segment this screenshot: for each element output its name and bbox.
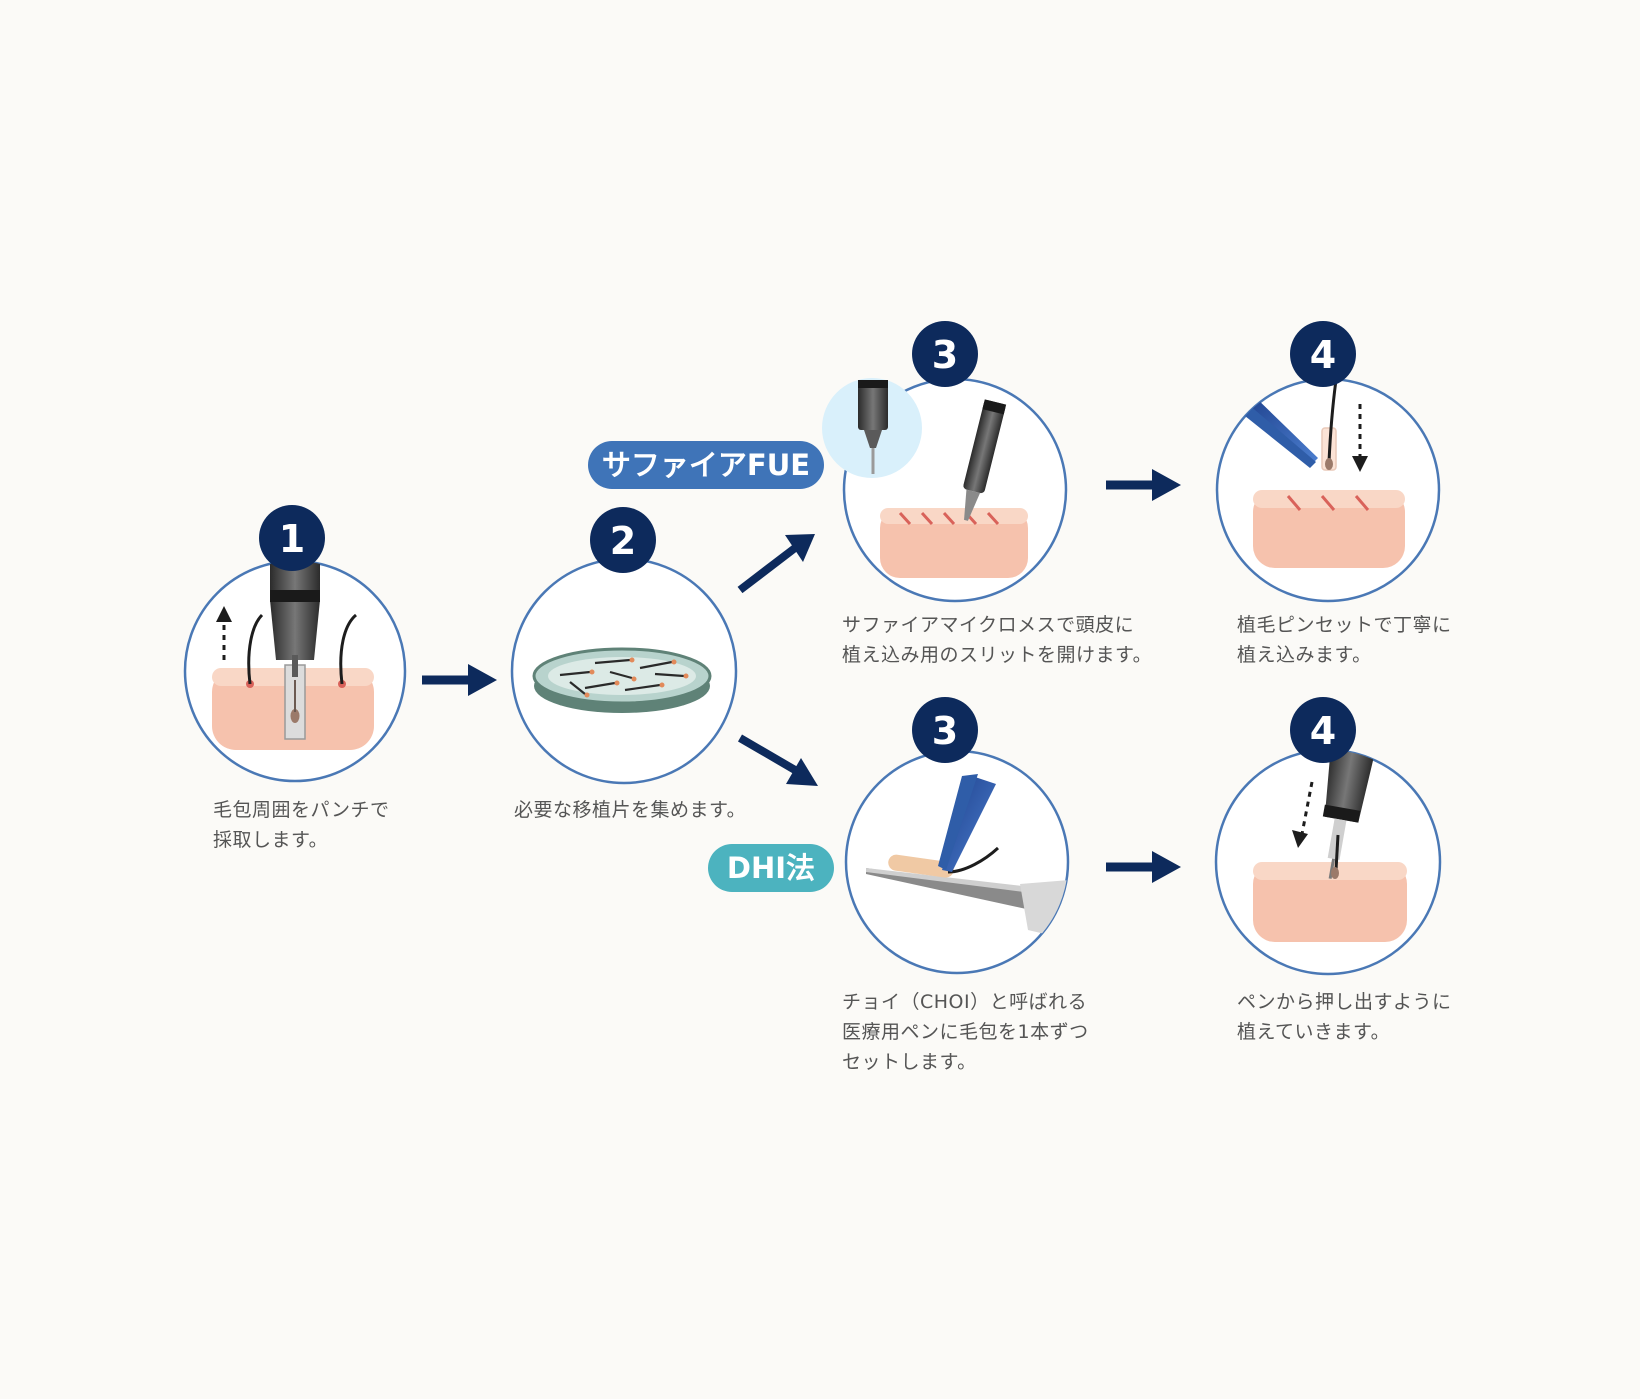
- caption-line: 植毛ピンセットで丁寧に: [1237, 614, 1452, 636]
- pen-implant-illustration: [1253, 750, 1407, 942]
- fue-method-label: サファイアFUE: [588, 441, 824, 489]
- caption-line: 採取します。: [213, 829, 329, 851]
- graft-in-needle: [888, 854, 954, 878]
- step-4-fue-badge: [1290, 321, 1356, 387]
- step-4-dhi-badge: [1290, 697, 1356, 763]
- punch-illustration: [212, 561, 374, 750]
- caption-line: 植えていきます。: [1237, 1021, 1391, 1043]
- step-4-dhi-panel: 4: [1214, 697, 1442, 976]
- skin-top: [880, 508, 1028, 524]
- hair-grafts: [559, 657, 689, 698]
- step-1-panel: 1: [183, 505, 407, 783]
- skin-block: [880, 508, 1028, 578]
- petri-dish-icon: [532, 647, 712, 713]
- step-4-fue-number: 4: [1310, 333, 1336, 377]
- step-3-dhi-caption: チョイ（CHOI）と呼ばれる 医療用ペンに毛包を1本ずつ セットします。: [842, 987, 1089, 1077]
- arrow-up-right-icon: [737, 534, 815, 594]
- dashed-arrow-down-icon: [1292, 781, 1314, 848]
- punch-tool-icon: [270, 561, 320, 660]
- follicle-bulb: [290, 709, 300, 723]
- step-4-fue-panel: 4: [1215, 321, 1441, 603]
- step-1-number: 1: [279, 517, 305, 561]
- dashed-arrow-up-icon: [216, 606, 232, 660]
- hair-strand: [1334, 834, 1340, 871]
- step-3-fue-panel: 3: [822, 321, 1068, 603]
- arrow-right-icon: [1106, 851, 1181, 883]
- caption-line: 必要な移植片を集めます。: [514, 799, 747, 821]
- hair-strand: [947, 846, 1000, 874]
- fue-pill: [588, 441, 824, 489]
- hair-strand: [1327, 379, 1338, 463]
- implant-pen-body: [866, 868, 1040, 912]
- arrow-right-icon: [1106, 469, 1181, 501]
- arrow-right-icon: [422, 664, 497, 696]
- tweezers-illustration: [1240, 379, 1405, 568]
- implant-pen-highlight: [866, 868, 1040, 894]
- scalpel-illustration: [880, 399, 1028, 578]
- caption-line: 医療用ペンに毛包を1本ずつ: [842, 1021, 1089, 1043]
- step-4-dhi-caption: ペンから押し出すように 植えていきます。: [1237, 987, 1452, 1047]
- caption-line: チョイ（CHOI）と呼ばれる: [842, 991, 1088, 1013]
- caption-line: 植え込み用のスリットを開けます。: [842, 644, 1153, 666]
- step-2-panel: 2: [510, 507, 738, 785]
- step-2-badge: [590, 507, 656, 573]
- caption-line: サファイアマイクロメスで頭皮に: [842, 614, 1135, 636]
- follicle-bulb: [1331, 867, 1339, 879]
- follicle-bulb: [1325, 458, 1333, 470]
- step-1-caption: 毛包周囲をパンチで 採取します。: [213, 795, 389, 855]
- scalpel-tip-icon: [858, 380, 888, 474]
- punch-tool-tip: [292, 655, 298, 677]
- punch-tool-band: [270, 590, 320, 602]
- skin-block: [1253, 862, 1407, 942]
- step-4-fue-caption: 植毛ピンセットで丁寧に 植え込みます。: [1237, 610, 1452, 670]
- caption-line: 植え込みます。: [1237, 644, 1372, 666]
- tweezers-icon: [1240, 394, 1318, 468]
- step-3-dhi-badge: [912, 697, 978, 763]
- step-2-number: 2: [610, 519, 636, 563]
- dashed-arrow-down-icon: [1352, 404, 1368, 472]
- caption-line: ペンから押し出すように: [1237, 991, 1452, 1013]
- caption-line: セットします。: [842, 1051, 977, 1073]
- step-4-dhi-number: 4: [1310, 709, 1336, 753]
- step-3-dhi-number: 3: [932, 709, 958, 753]
- fue-label-text: サファイアFUE: [602, 448, 810, 482]
- pen-loading-illustration: [866, 774, 1068, 940]
- step-3-fue-caption: サファイアマイクロメスで頭皮に 植え込み用のスリットを開けます。: [842, 610, 1152, 670]
- scalpel-icon: [963, 399, 1007, 521]
- step-3-fue-badge: [912, 321, 978, 387]
- slit-marks: [1286, 495, 1370, 511]
- step-3-dhi-panel: 3: [844, 697, 1070, 975]
- step-3-fue-number: 3: [932, 333, 958, 377]
- skin-top: [1253, 490, 1405, 508]
- hair-strand: [339, 613, 358, 685]
- caption-line: 毛包周囲をパンチで: [213, 799, 390, 821]
- dhi-pill: [708, 844, 834, 892]
- tweezers-icon: [938, 774, 996, 872]
- hair-strand: [247, 613, 264, 685]
- step-2-caption: 必要な移植片を集めます。: [514, 795, 746, 825]
- arrow-down-right-icon: [737, 734, 818, 786]
- step-1-badge: [259, 505, 325, 571]
- dhi-method-label: DHI法: [708, 844, 834, 892]
- dhi-label-text: DHI法: [727, 851, 815, 885]
